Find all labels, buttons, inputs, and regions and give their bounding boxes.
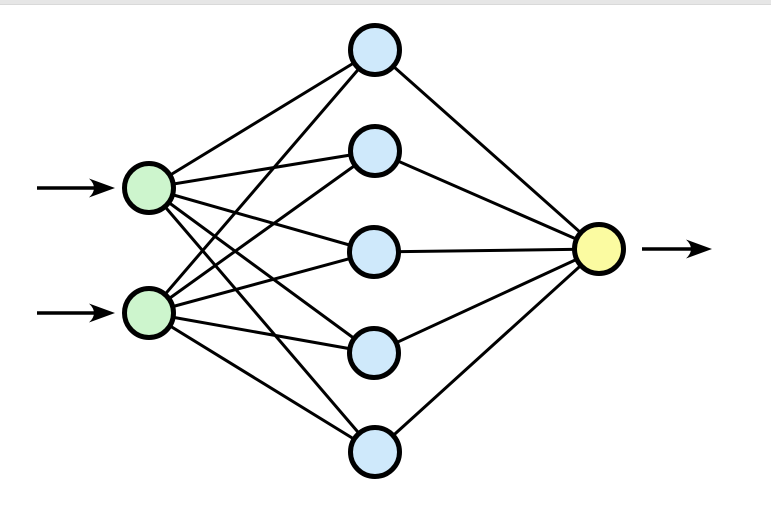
- edge-i2-h4: [148, 311, 375, 355]
- output-node-o1: [572, 222, 626, 276]
- edge-i2-h1: [147, 49, 377, 314]
- edge-i1-h5: [147, 187, 377, 453]
- input-arrow-1: [37, 178, 115, 198]
- output-arrow-head: [686, 239, 712, 259]
- edge-i1-h2: [148, 149, 376, 190]
- edge-i1-h3: [148, 186, 375, 254]
- edge-h4-o1: [373, 247, 600, 355]
- window-top-border: [0, 0, 771, 5]
- input-node-i1: [122, 161, 176, 215]
- edge-h3-o1: [373, 247, 600, 254]
- nodes-layer: [122, 23, 626, 479]
- edge-i2-h5: [148, 311, 376, 454]
- hidden-node-h1: [348, 23, 402, 77]
- arrows-layer: [37, 178, 712, 323]
- edge-h5-o1: [373, 247, 601, 454]
- hidden-node-h2: [348, 124, 402, 178]
- hidden-node-h3: [347, 225, 401, 279]
- output-arrow: [642, 239, 712, 259]
- edge-i2-h3: [148, 250, 375, 315]
- edge-h2-o1: [374, 149, 600, 251]
- input-arrow-2: [37, 303, 115, 323]
- edge-i1-h1: [148, 48, 376, 190]
- input-node-i2: [122, 286, 176, 340]
- edge-i2-h2: [148, 149, 376, 315]
- input-arrow-2-head: [89, 303, 115, 323]
- hidden-node-h5: [348, 425, 402, 479]
- edge-i1-h4: [148, 186, 375, 355]
- edges-layer: [147, 48, 601, 454]
- hidden-node-h4: [347, 326, 401, 380]
- input-arrow-1-head: [89, 178, 115, 198]
- edge-h1-o1: [374, 48, 600, 251]
